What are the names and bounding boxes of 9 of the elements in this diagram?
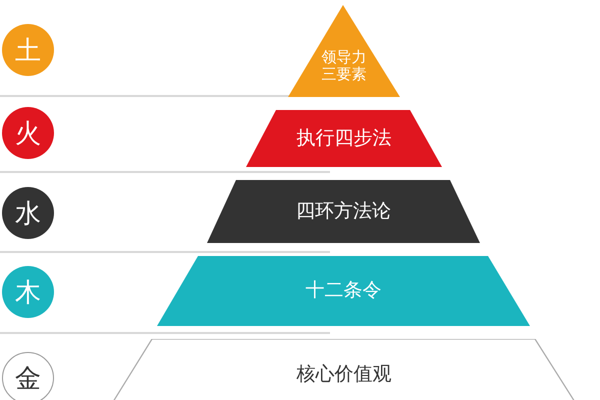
element-circle: 土 — [2, 24, 54, 76]
pyramid-layer: 四环方法论 — [207, 180, 480, 243]
element-circle: 金 — [2, 352, 54, 400]
element-circle: 火 — [2, 107, 54, 159]
pyramid-layer: 执行四步法 — [246, 110, 442, 167]
pyramid-layer: 十二条令 — [157, 256, 530, 326]
pyramid-layer: 领导力三要素 — [288, 5, 400, 97]
element-circle: 木 — [2, 266, 54, 318]
element-circle: 水 — [2, 187, 54, 239]
